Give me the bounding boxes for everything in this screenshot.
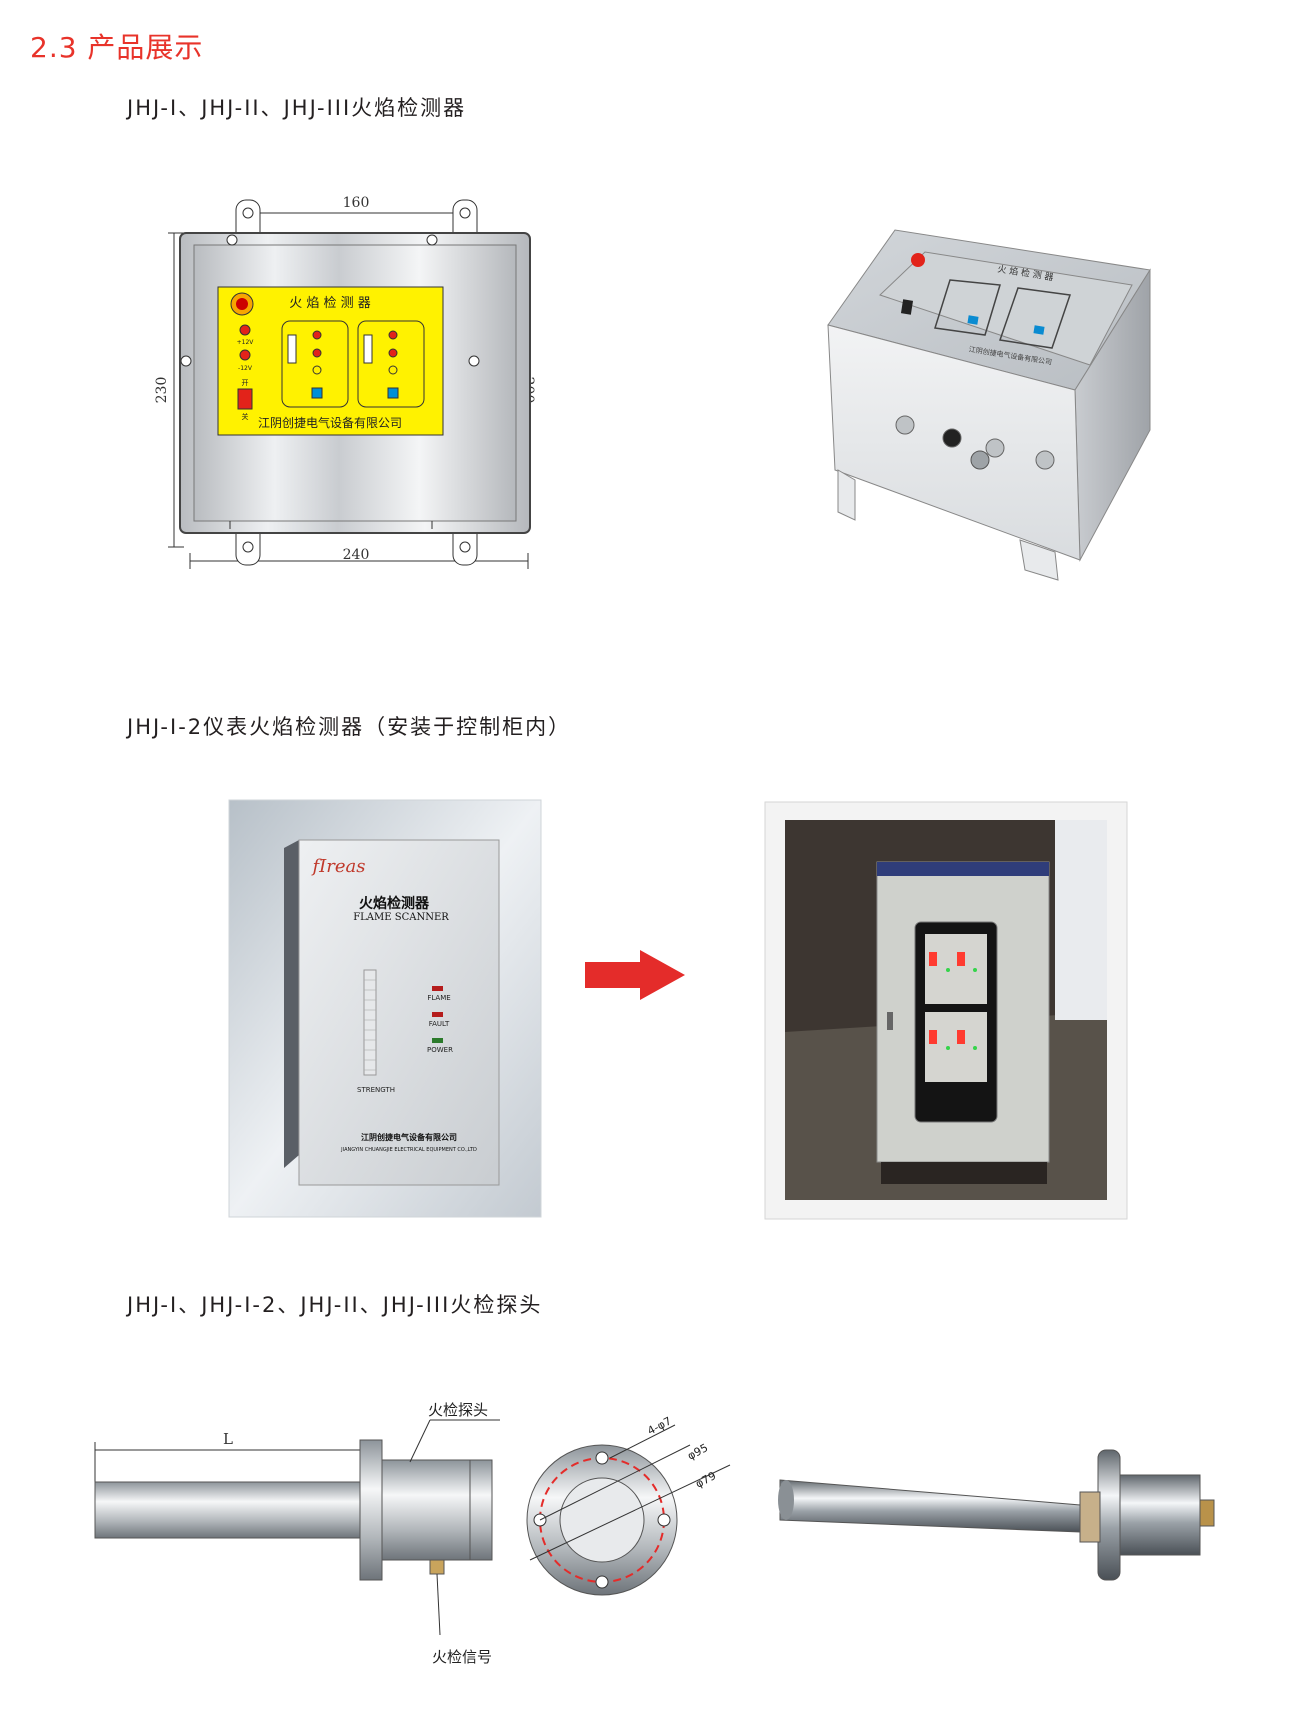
probe-technical-drawing: L 火检探头 火检信号 4-φ7 φ95 φ79 (94, 1401, 731, 1666)
scanner-led-flame: FLAME (427, 994, 450, 1002)
scanner-brand: fIreas (311, 856, 366, 877)
scanner-led-power: POWER (427, 1046, 453, 1054)
dim-230: 230 (154, 377, 170, 404)
scanner-strength: STRENGTH (357, 1086, 395, 1094)
product1-heading: JHJ-I、JHJ-II、JHJ-III火焰检测器 (127, 96, 467, 120)
probe-photo (778, 1449, 1215, 1581)
section-title: 2.3 产品展示 (30, 31, 204, 64)
scanner-led-fault: FAULT (429, 1020, 450, 1028)
dim-holes: 4-φ7 (645, 1414, 673, 1437)
v-minus: -12V (238, 365, 253, 372)
scanner-company-cn: 江阴创捷电气设备有限公司 (361, 1132, 457, 1142)
callout-probe: 火检探头 (428, 1401, 488, 1419)
dim-L: L (223, 1430, 233, 1448)
scanner-company-en: JIANGYIN CHUANGJIE ELECTRICAL EQUIPMENT … (340, 1147, 477, 1153)
dim-95: φ95 (685, 1441, 710, 1462)
switch-on: 开 (242, 379, 249, 387)
panel-title: 火 焰 检 测 器 (289, 296, 371, 311)
dim-240: 240 (343, 547, 370, 563)
control-cabinet-photo (764, 801, 1128, 1220)
callout-signal: 火检信号 (432, 1648, 492, 1666)
product3-heading: JHJ-I、JHJ-I-2、JHJ-II、JHJ-III火检探头 (127, 1293, 543, 1317)
scanner-title-en: FLAME SCANNER (353, 912, 449, 923)
scanner-title-cn: 火焰检测器 (359, 895, 430, 912)
enclosure-photo: 火 焰 检 测 器 江阴创捷电气设备有限公司 (827, 229, 1151, 581)
flame-scanner-image: fIreas 火焰检测器 FLAME SCANNER STRENGTH FLAM… (228, 799, 542, 1218)
switch-off: 关 (242, 412, 249, 421)
v-plus: +12V (237, 339, 255, 346)
dim-160: 160 (343, 195, 370, 211)
company-label: 江阴创捷电气设备有限公司 (258, 415, 402, 430)
product2-heading: JHJ-I-2仪表火焰检测器（安装于控制柜内） (127, 715, 572, 739)
arrow-icon (585, 950, 685, 1000)
panel-technical-drawing: 160 230 200 240 火 焰 检 测 器 +12V -12V 开 关 (154, 195, 536, 569)
